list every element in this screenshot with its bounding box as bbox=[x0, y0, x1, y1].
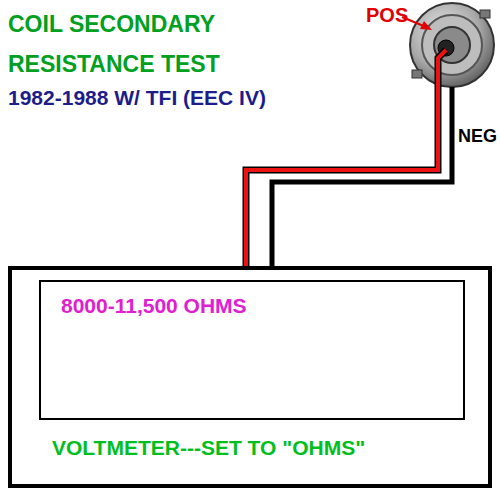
resistance-range: 8000-11,500 OHMS bbox=[61, 294, 247, 318]
meter-display: 8000-11,500 OHMS bbox=[39, 280, 465, 420]
meter-caption: VOLTMETER---SET TO "OHMS" bbox=[52, 436, 365, 460]
neg-label: NEG bbox=[458, 126, 497, 147]
year-range: 1982-1988 W/ TFI (EEC IV) bbox=[8, 86, 266, 110]
red-test-lead bbox=[246, 50, 446, 266]
black-test-lead bbox=[272, 87, 452, 266]
meter-housing: VOLTMETER---SET TO "OHMS" 8000-11,500 OHM… bbox=[8, 266, 492, 488]
ignition-coil bbox=[410, 3, 494, 87]
title: COIL SECONDARY RESISTANCE TEST bbox=[8, 4, 353, 84]
red-test-lead-core bbox=[246, 50, 446, 266]
pos-label: POS bbox=[366, 4, 408, 27]
